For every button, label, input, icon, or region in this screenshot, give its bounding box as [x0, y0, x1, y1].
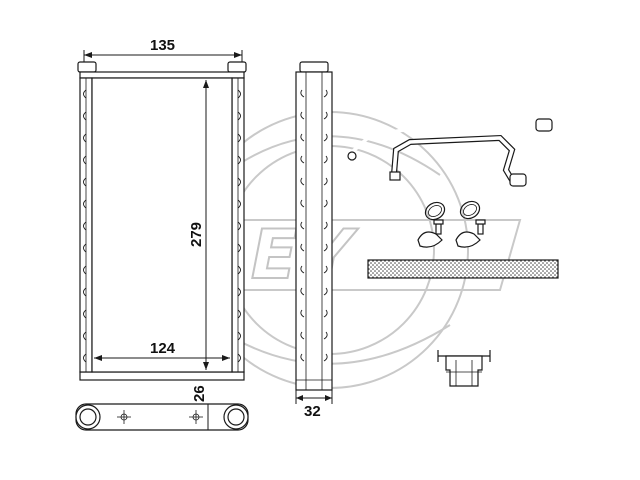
pipe-left-inner — [79, 408, 97, 426]
side-top-cap — [299, 61, 329, 73]
dim-label-core-width: 124 — [150, 340, 176, 357]
top-cap-left — [77, 61, 97, 73]
arrow-icon — [222, 355, 230, 361]
top-cap-right — [227, 61, 247, 73]
core — [91, 77, 233, 373]
clip-right — [455, 231, 481, 248]
arrow-icon — [234, 52, 242, 58]
gasket-strip — [367, 259, 559, 279]
connector-body — [445, 355, 483, 387]
pipe-right-inner — [227, 408, 245, 426]
arrow-icon — [203, 80, 209, 88]
pipe-bracket — [389, 171, 401, 181]
arrow-icon — [84, 52, 92, 58]
pipe-assembly — [347, 94, 553, 187]
bottom-header — [79, 371, 245, 381]
arrow-icon — [94, 355, 102, 361]
side-view: 32 — [295, 61, 333, 420]
fins-right — [237, 89, 241, 363]
pipe-fitting — [347, 151, 357, 161]
arrow-icon — [325, 395, 332, 401]
dim-label-side-depth: 32 — [304, 403, 321, 420]
pipe-end-lower — [509, 173, 527, 187]
dim-label-tank-depth: 26 — [191, 385, 208, 402]
o-ring-left — [424, 201, 446, 221]
seal-kit — [417, 200, 486, 248]
clip-screw-right — [477, 223, 484, 235]
bottom-view: 26 — [75, 385, 249, 431]
pipe-end-upper — [535, 118, 553, 132]
clip-left — [417, 231, 443, 248]
clip-screw-left — [435, 223, 442, 235]
connector-detail — [437, 350, 491, 387]
dim-label-core-height: 279 — [188, 222, 205, 247]
bottom-plate — [75, 403, 249, 431]
front-view: 135 — [77, 37, 247, 381]
fins-left — [83, 89, 87, 363]
side-body — [295, 71, 333, 391]
arrow-icon — [296, 395, 303, 401]
top-header — [79, 71, 245, 79]
o-ring-right — [459, 200, 481, 220]
dim-label-overall-width: 135 — [150, 37, 175, 54]
arrow-icon — [203, 362, 209, 370]
side-fins — [300, 89, 328, 362]
